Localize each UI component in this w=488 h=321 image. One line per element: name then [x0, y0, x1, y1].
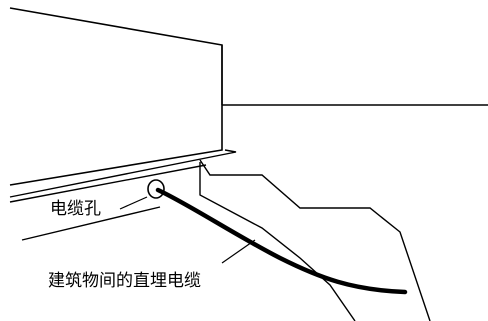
cable-hole-label: 电缆孔	[50, 199, 101, 219]
buried-cable-label: 建筑物间的直埋电缆	[48, 271, 201, 291]
left-building-ledge	[9, 149, 237, 203]
cable-hole-leader-line	[119, 196, 148, 210]
foundation-line	[21, 206, 161, 241]
left-building-wall	[9, 7, 223, 186]
direct-buried-cable	[155, 187, 408, 295]
trench-inner-edge	[199, 162, 356, 321]
trench-outer-edge	[199, 159, 431, 321]
buried-cable-leader-line	[221, 239, 256, 264]
